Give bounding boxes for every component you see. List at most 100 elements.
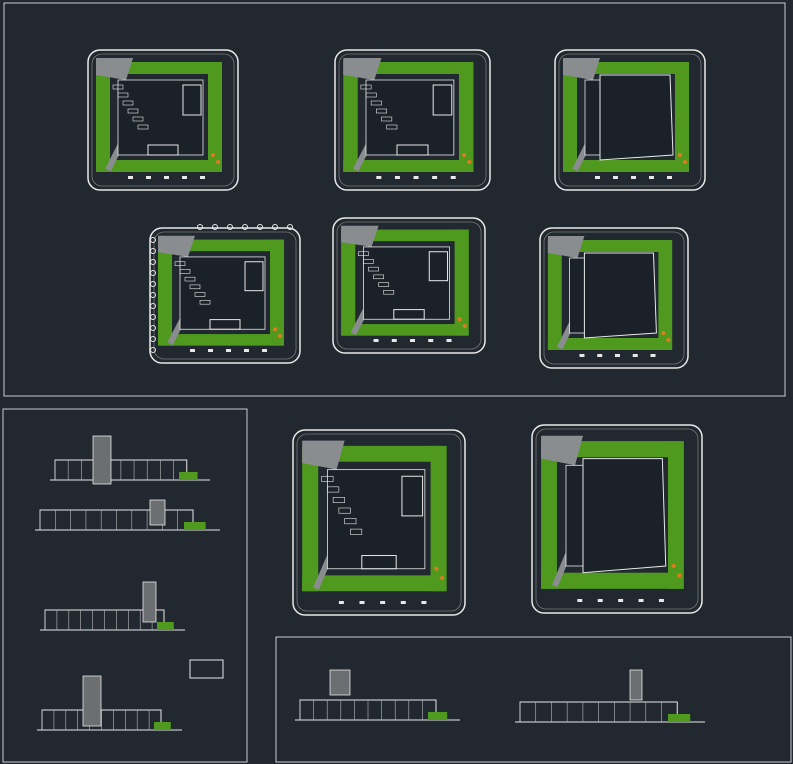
landscape-elevation xyxy=(668,714,691,722)
car xyxy=(450,176,456,179)
parking-stall xyxy=(127,108,139,114)
building-block xyxy=(393,309,425,320)
courtyard xyxy=(365,79,455,156)
building-block xyxy=(182,84,202,116)
tower-elevation xyxy=(82,675,102,727)
paved-plaza xyxy=(343,58,382,80)
road-edge xyxy=(153,231,297,360)
parking-stall xyxy=(370,100,382,106)
grid-bubble xyxy=(150,292,156,298)
elevation-drawing xyxy=(295,669,460,721)
landscape-elevation xyxy=(157,622,174,630)
car xyxy=(614,354,620,357)
tower-elevation xyxy=(149,499,166,526)
paved-plaza xyxy=(158,235,195,257)
car xyxy=(631,176,636,179)
car xyxy=(394,176,400,179)
parking-stall xyxy=(373,274,384,280)
elevation-drawing xyxy=(37,675,182,731)
site-boundary xyxy=(334,49,491,191)
grid-bubble xyxy=(197,224,203,230)
grid-bubble xyxy=(150,259,156,265)
grid-bubble xyxy=(150,270,156,276)
landscape-strip-bottom xyxy=(302,575,446,592)
car xyxy=(380,601,386,604)
car xyxy=(244,349,249,352)
grid-bubble xyxy=(212,224,218,230)
parking-stall xyxy=(174,261,186,266)
tree-marker xyxy=(671,564,676,568)
parking-stall xyxy=(184,276,196,282)
parking-stall xyxy=(368,266,379,272)
parking-stall xyxy=(199,300,211,305)
landscape-strip-right xyxy=(270,239,284,346)
landscape-strip-bottom xyxy=(541,572,683,589)
parking-stall xyxy=(378,282,390,287)
tree-marker xyxy=(666,338,671,342)
landscape-strip-right xyxy=(668,441,684,589)
grid-bubble xyxy=(257,224,263,230)
road-edge xyxy=(543,231,685,365)
car xyxy=(597,354,603,357)
landscape-elevation xyxy=(154,722,171,730)
grid-bubble xyxy=(227,224,233,230)
parking-stall xyxy=(350,528,363,535)
car xyxy=(432,176,438,179)
grid-bubble xyxy=(272,224,278,230)
landscape-strip-left xyxy=(96,62,110,172)
landscape-strip-left xyxy=(302,445,319,592)
tree-marker xyxy=(273,327,277,332)
tree-marker xyxy=(434,566,439,571)
courtyard xyxy=(117,79,204,156)
parking-stall xyxy=(112,84,124,90)
building-footprint xyxy=(582,458,667,574)
landscape-strip-bottom xyxy=(563,160,688,172)
car xyxy=(391,339,397,342)
car xyxy=(128,176,133,179)
car xyxy=(338,601,344,604)
site-plan xyxy=(554,49,706,191)
tree-marker xyxy=(440,576,445,580)
site-plan xyxy=(87,49,239,191)
paved-plaza xyxy=(547,236,585,258)
landscape-strip-left xyxy=(541,441,557,589)
building-block xyxy=(244,261,264,292)
grid-bubble xyxy=(150,237,156,243)
landscape-strip-bottom xyxy=(341,324,468,336)
tower-elevation xyxy=(629,669,643,701)
grid-bubble xyxy=(287,224,293,230)
tree-marker xyxy=(677,573,682,578)
car xyxy=(190,349,195,352)
grid-bubble xyxy=(150,314,156,320)
site-plan xyxy=(531,424,703,614)
parking-stall xyxy=(383,290,395,295)
site-boundary xyxy=(539,227,689,369)
grid-bubble xyxy=(150,281,156,287)
tree-marker xyxy=(457,317,462,322)
car xyxy=(650,354,656,357)
site-boundary xyxy=(292,429,466,616)
car xyxy=(146,176,151,179)
tree-marker xyxy=(661,331,666,335)
car xyxy=(410,339,416,342)
site-plan xyxy=(334,49,491,191)
car xyxy=(613,176,618,179)
tree-marker xyxy=(678,153,682,157)
parking-stall xyxy=(179,269,191,274)
tree-marker xyxy=(278,334,282,338)
parking-stall xyxy=(358,251,369,256)
building-block xyxy=(147,144,179,156)
parking-stall xyxy=(338,507,351,514)
parking-stall xyxy=(189,284,201,290)
parking-stall xyxy=(360,84,372,90)
road-edge xyxy=(336,221,482,350)
landscape-strip-right xyxy=(208,62,222,172)
car xyxy=(428,339,434,342)
landscape-strip-left xyxy=(547,240,562,350)
car xyxy=(638,599,644,602)
tower-elevation xyxy=(92,435,112,485)
car xyxy=(649,176,654,179)
paved-plaza xyxy=(541,435,583,466)
tree-marker xyxy=(211,153,215,157)
